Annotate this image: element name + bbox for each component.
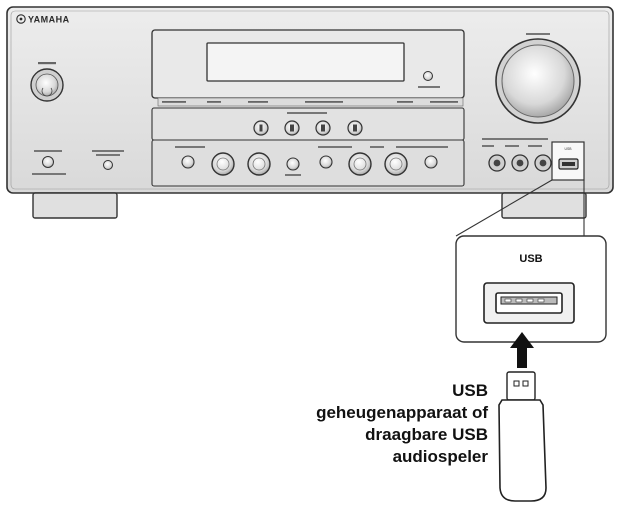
front-usb-port-area: USB: [551, 141, 585, 181]
scene-button-4[interactable]: [347, 120, 363, 136]
usb-flash-drive: [498, 371, 547, 502]
button-label-strip: [157, 97, 464, 107]
av-receiver: YAMAHA: [6, 6, 614, 219]
scene-button-2[interactable]: [284, 120, 300, 136]
power-button[interactable]: [30, 62, 64, 102]
scene-button-1[interactable]: [253, 120, 269, 136]
program-button[interactable]: [424, 155, 438, 169]
usb-drive-connector: [506, 371, 536, 401]
tone-control-button[interactable]: [181, 155, 195, 169]
caption-line-2: geheugenapparaat of: [316, 403, 488, 422]
scene-buttons-panel: [151, 107, 465, 141]
input-selector-knob[interactable]: [247, 152, 271, 176]
straight-button[interactable]: [423, 71, 433, 81]
insert-arrow-icon: [510, 332, 534, 368]
audio-right-jack[interactable]: [534, 154, 552, 172]
video-jack[interactable]: [488, 154, 506, 172]
tuning-knob[interactable]: [348, 152, 372, 176]
scene-button-3[interactable]: [315, 120, 331, 136]
volume-knob[interactable]: [495, 33, 581, 124]
tuning-mode-button[interactable]: [319, 155, 333, 169]
power-icon: [41, 87, 53, 97]
zoom-callout-lines: [455, 179, 585, 237]
left-lower-controls: [32, 150, 124, 175]
brand-name: YAMAHA: [28, 15, 70, 25]
brand-logo: YAMAHA: [16, 14, 70, 25]
caption-line-4: audiospeler: [392, 447, 488, 466]
aux-jacks: [482, 138, 552, 172]
lower-control-panel: [151, 139, 465, 187]
phones-jack[interactable]: [103, 160, 113, 170]
display-area: [151, 29, 465, 99]
caption-line-1: USB: [452, 381, 488, 400]
usb-drive-body: [498, 399, 547, 502]
usb-zoom-box: USB: [455, 235, 607, 343]
right-foot: [501, 192, 587, 219]
left-foot: [32, 192, 118, 219]
audio-left-jack[interactable]: [511, 154, 529, 172]
caption-line-3: draagbare USB: [365, 425, 488, 444]
usb-zoom-label: USB: [519, 253, 542, 265]
usb-port-label: USB: [565, 147, 573, 151]
speaker-selector-button[interactable]: [42, 156, 54, 168]
preset-knob[interactable]: [384, 152, 408, 176]
usb-device-caption: USB geheugenapparaat of draagbare USB au…: [188, 380, 488, 468]
memory-button[interactable]: [286, 157, 300, 171]
tone-control-knob[interactable]: [211, 152, 235, 176]
front-display: [206, 42, 405, 82]
